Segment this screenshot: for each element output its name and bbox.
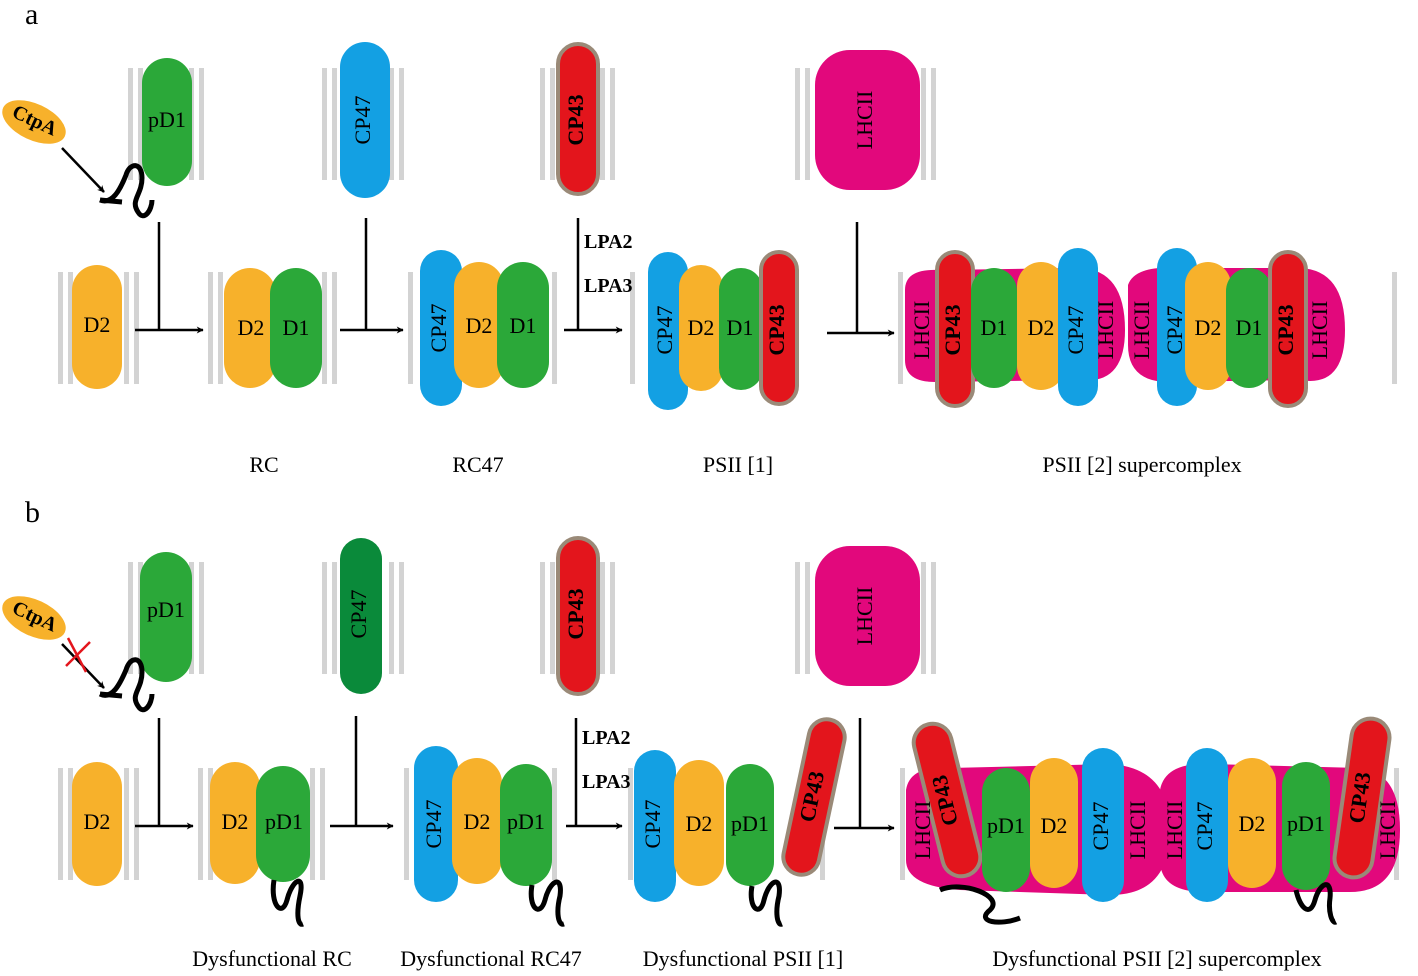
psii1-complex: CP47 D2 D1 CP43 (648, 250, 799, 410)
pd1-free-protein-b (140, 552, 192, 682)
stage-label-psii2: PSII [2] supercomplex (1042, 452, 1241, 477)
assembly-arrows-a (135, 218, 895, 337)
psii2-left-subunit-5: CP47 (1063, 306, 1088, 355)
dys-psii2-left-subunit-3: pD1 (987, 813, 1025, 838)
dys-psii2-right-subunit-2: CP47 (1192, 802, 1217, 851)
psii1-subunit-2: D2 (688, 315, 715, 340)
rc47-subunit-3: D1 (510, 313, 537, 338)
cp43-free-label: CP43 (563, 94, 588, 145)
psii1-subunit-1: CP47 (652, 306, 677, 355)
dysfunctional-psii1-complex: CP47 D2 pD1 CP43 (634, 717, 847, 927)
panel-a-letter: a (25, 0, 38, 31)
psii2-left-subunit-3: D1 (981, 315, 1008, 340)
psii2-right-subunit-4: D1 (1236, 315, 1263, 340)
dysfunctional-rc47-complex: CP47 D2 pD1 (414, 746, 565, 927)
psii2-right-subunit-2: CP47 (1162, 306, 1187, 355)
lpa3-label-b: LPA3 (582, 771, 631, 793)
dysfunctional-rc-complex: D2 pD1 (210, 762, 310, 927)
stage-label-dys-rc: Dysfunctional RC (192, 946, 352, 971)
cp47-free-protein (340, 42, 390, 198)
rc47-complex: CP47 D2 D1 (420, 250, 549, 406)
panel-a: a pD1 CtpA (2, 0, 1397, 477)
psii2-left-subunit-2: CP43 (940, 304, 965, 355)
stage-label-dys-rc47: Dysfunctional RC47 (400, 946, 582, 971)
dys-rc-subunit-2: pD1 (265, 809, 303, 834)
ctpa-protease-b (2, 596, 66, 640)
lhcii-free-label-b: LHCII (852, 587, 877, 646)
dys-rc47-subunit-3: pD1 (507, 809, 545, 834)
assembly-arrows-b (135, 716, 895, 832)
cp43-free-label-b: CP43 (563, 588, 588, 639)
dys-psii1-subunit-1: CP47 (640, 800, 665, 849)
dysfunctional-psii2-supercomplex: LHCII CP43 pD1 D2 CP47 LHCII LHCII CP47 … (906, 716, 1400, 925)
dys-psii1-subunit-3: pD1 (731, 811, 769, 836)
d2-alone-label: D2 (84, 312, 111, 337)
psii2-right-subunit-6: LHCII (1307, 301, 1332, 360)
panel-b-letter: b (25, 496, 40, 529)
psii2-left-subunit-6: LHCII (1093, 301, 1118, 360)
psii2-right-subunit-3: D2 (1195, 315, 1222, 340)
dys-psii1-subunit-2: D2 (686, 811, 713, 836)
blocked-cross-icon (65, 637, 91, 673)
unprocessed-tail (270, 878, 304, 927)
lhcii-free-protein (815, 50, 920, 190)
lhcii-free-label: LHCII (852, 91, 877, 150)
pd1-free-protein (142, 58, 192, 186)
psii2-right-subunit-1: LHCII (1129, 301, 1154, 360)
dys-psii2-left-subunit-4: D2 (1041, 813, 1068, 838)
stage-label-dys-psii2: Dysfunctional PSII [2] supercomplex (992, 946, 1321, 971)
dys-psii2-right-subunit-4: pD1 (1287, 811, 1325, 836)
rc-complex: D2 D1 (224, 268, 322, 388)
d2-alone-protein (72, 265, 122, 389)
membrane-stripes (58, 68, 1397, 384)
rc47-subunit-1: CP47 (426, 304, 451, 353)
lpa2-label: LPA2 (584, 231, 633, 253)
psii2-left-subunit-4: D2 (1028, 315, 1055, 340)
cp47-free-label: CP47 (350, 96, 375, 145)
psii1-subunit-4: CP43 (764, 304, 789, 355)
rc-subunit-1: D2 (238, 315, 265, 340)
stage-label-rc47: RC47 (452, 452, 503, 477)
dys-psii2-right-subunit-3: D2 (1239, 811, 1266, 836)
lpa2-label-b: LPA2 (582, 727, 631, 749)
stage-label-psii1: PSII [1] (703, 452, 773, 477)
panel-b: b pD1 CtpA CP47 CP43 (2, 496, 1400, 971)
cp43-free-protein-b (556, 536, 600, 696)
pd1-free-label-b: pD1 (147, 597, 185, 622)
pd1-c-terminal-tail-b (98, 657, 155, 713)
dys-psii2-left-subunit-6: LHCII (1125, 801, 1150, 860)
dys-psii2-right-subunit-6: LHCII (1375, 801, 1400, 860)
cp47-free-protein-b (340, 538, 382, 694)
rc-subunit-2: D1 (283, 315, 310, 340)
psii2-right-subunit-5: CP43 (1273, 304, 1298, 355)
dys-psii2-left-subunit-1: LHCII (910, 801, 935, 860)
stage-label-dys-psii1: Dysfunctional PSII [1] (643, 946, 843, 971)
d2-alone-label-b: D2 (84, 809, 111, 834)
ctpa-cleavage-arrow (61, 147, 105, 193)
ctpa-protease (2, 100, 66, 144)
psii2-left-subunit-1: LHCII (909, 301, 934, 360)
dys-psii2-left-subunit-5: CP47 (1088, 802, 1113, 851)
psii2-supercomplex: LHCII CP43 D1 D2 CP47 LHCII LHCII CP47 D… (905, 248, 1345, 408)
pd1-c-terminal-tail (99, 163, 155, 219)
lpa3-label: LPA3 (584, 275, 633, 297)
d2-alone-protein-b (72, 762, 122, 886)
cp47-free-label-b: CP47 (346, 590, 371, 639)
unprocessed-tail-rc47 (528, 879, 565, 927)
unprocessed-tail-psii2-left (938, 884, 1021, 925)
stage-label-rc: RC (249, 452, 278, 477)
dys-rc47-subunit-1: CP47 (421, 800, 446, 849)
lhcii-free-protein-b (815, 546, 920, 686)
dys-rc-subunit-1: D2 (222, 809, 249, 834)
dys-rc47-subunit-2: D2 (464, 809, 491, 834)
dys-psii2-right-subunit-1: LHCII (1162, 801, 1187, 860)
rc47-subunit-2: D2 (466, 313, 493, 338)
cp43-free-protein (556, 42, 600, 196)
unprocessed-tail-psii1 (748, 879, 783, 927)
unprocessed-tail-psii2-right (1293, 882, 1338, 925)
pd1-free-label: pD1 (148, 107, 186, 132)
psii1-subunit-3: D1 (727, 315, 754, 340)
